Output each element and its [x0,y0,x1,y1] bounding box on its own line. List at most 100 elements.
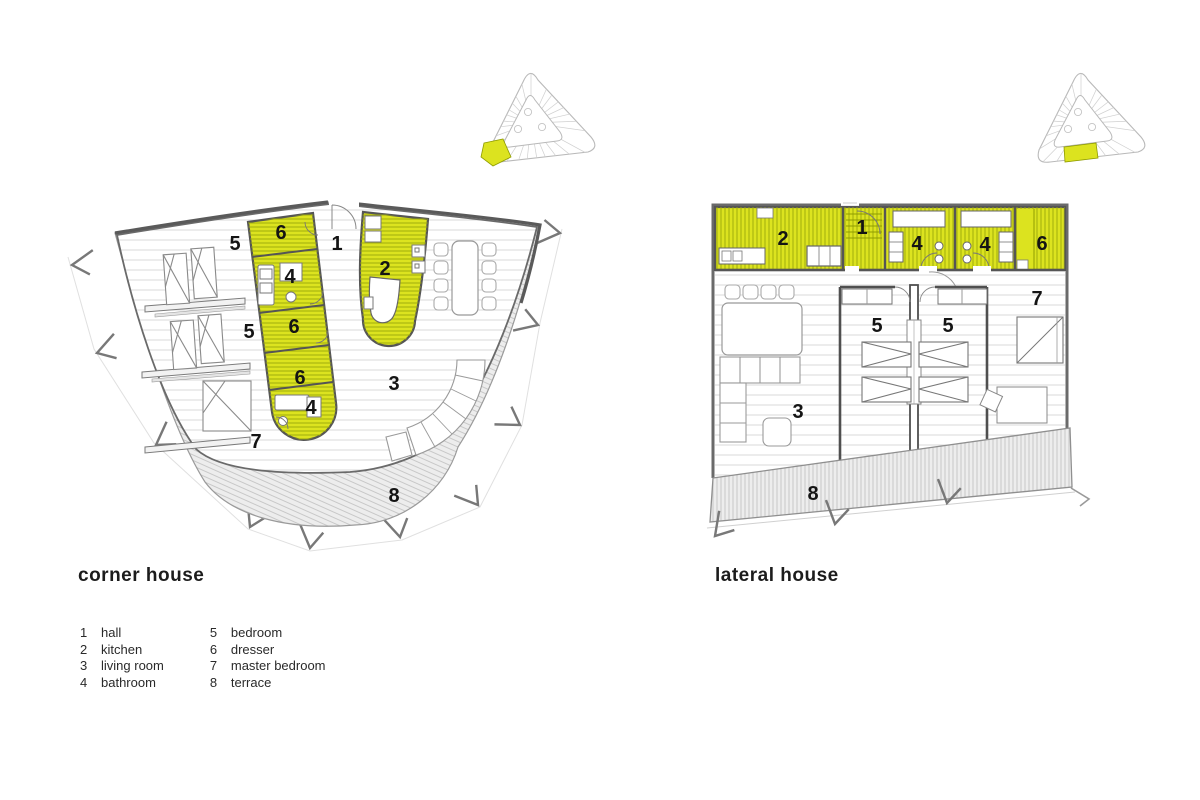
lateral-house-plan: 2 1 4 4 6 5 5 7 3 8 [706,201,1091,538]
legend-number: 7 [209,658,218,673]
lateral-house-title: lateral house [715,565,839,586]
coffee-table [762,417,792,447]
legend-item: 8 terrace [210,675,326,692]
legend-number: 5 [209,625,218,640]
room-number-label: 7 [250,431,261,453]
legend-column-2: 5 bedroom 6 dresser 7 master bedroom 8 t… [210,625,326,691]
dresser-solid [1017,209,1034,270]
master-bedroom-furniture [979,316,1064,424]
terrace-corner-mark [1070,487,1091,507]
legend-label: bathroom [101,674,156,690]
room-number-label: 2 [777,228,788,250]
dresser-notch [1016,259,1029,271]
room-number-label: 6 [275,222,286,244]
room-number-label: 8 [388,485,399,507]
kitchen-counters [363,215,426,310]
dining-table [721,302,803,356]
legend-number: 3 [80,658,88,673]
bath2-door-gap [973,266,991,274]
room-number-label: 3 [388,373,399,395]
dining-table [451,240,479,316]
room-number-label: 2 [379,258,390,280]
bathroom-fixtures-lower [274,394,322,426]
legend-number: 1 [80,625,88,640]
room-number-labels: 2 1 4 4 6 5 5 7 3 8 [777,217,1047,505]
bath1-door-gap [919,266,937,274]
legend-label: dresser [230,641,275,657]
room-number-label: 3 [792,401,803,423]
room-number-label: 5 [229,233,240,255]
legend-item: 6 dresser [210,642,326,659]
room-number-label: 4 [979,234,991,256]
hall-steps [846,213,882,239]
legend-item: 4 bathroom [80,675,164,692]
canopy-guide-line [706,491,1076,529]
legend-number: 8 [209,674,218,690]
legend-item: 1 hall [80,625,164,642]
room-number-label: 4 [911,233,923,255]
room-number-label: 5 [871,315,882,337]
room-number-label: 5 [942,315,953,337]
highlighted-lateral-unit [1063,142,1099,163]
courtyard-outline [1053,95,1113,148]
corner-house-plan: 5 6 1 2 4 5 6 6 3 4 7 8 [67,196,563,552]
room-number-label: 4 [305,397,317,419]
desk-chair [979,388,1004,413]
entrance-gap [329,196,359,207]
core-door-arcs [275,221,329,430]
legend-item: 7 master bedroom [210,658,326,675]
room-legend: 1 hall 2 kitchen 3 living room 4 bathroo… [80,625,326,691]
master-bed [202,380,252,432]
kitchen-fixtures [718,207,842,267]
room-number-label: 7 [1031,288,1042,310]
entrance-door-arc [331,204,357,230]
curved-sofa [385,359,486,462]
room-number-label: 6 [288,316,299,338]
courtyard-trees [1063,107,1097,134]
partition-slabs [141,297,251,454]
legend-label: kitchen [101,641,143,657]
courtyard-trees [513,107,547,134]
north-wall [114,200,329,235]
legend-label: hall [101,625,122,640]
strip-partition-walls [841,207,1017,270]
tie-down-marks [713,478,962,538]
legend-number: 2 [80,641,88,657]
hall-door-arc [856,210,881,235]
bathroom-2-fixtures [960,210,1014,270]
core-section-walls [251,248,334,391]
dining-chairs [433,242,497,311]
site-key-plan-corner [480,72,596,167]
legend-label: master bedroom [230,658,326,673]
desk [996,386,1048,424]
bedroom-door-arcs [894,286,936,303]
legend-number: 6 [209,641,218,657]
bedrooms-block [838,284,989,460]
beds [162,246,252,432]
hall-door-gap [845,266,859,274]
room-number-label: 8 [807,483,818,505]
legend-number: 4 [80,674,88,690]
legend-column-1: 1 hall 2 kitchen 3 living room 4 bathroo… [80,625,164,691]
northeast-wall [357,202,542,304]
room-number-label: 4 [284,266,296,288]
room-number-label: 1 [856,217,867,239]
legend-label: bedroom [230,625,283,640]
service-strip [713,205,1067,274]
room-number-label: 1 [331,233,342,255]
bathroom-fixtures-upper [257,262,303,306]
legend-item: 5 bedroom [210,625,326,642]
bathroom-1-fixtures [888,210,946,270]
bedroom-walls [838,285,989,460]
room-number-label: 6 [294,367,305,389]
dining-set [433,240,497,316]
corridor-arc [928,271,957,288]
room-number-labels: 5 6 1 2 4 5 6 6 3 4 7 8 [229,222,399,507]
legend-item: 3 living room [80,658,164,675]
legend-item: 2 kitchen [80,642,164,659]
canopy-guide-line [67,228,563,552]
room-number-label: 5 [243,321,254,343]
entry-gap [841,201,859,209]
room-number-label: 6 [1036,233,1047,255]
